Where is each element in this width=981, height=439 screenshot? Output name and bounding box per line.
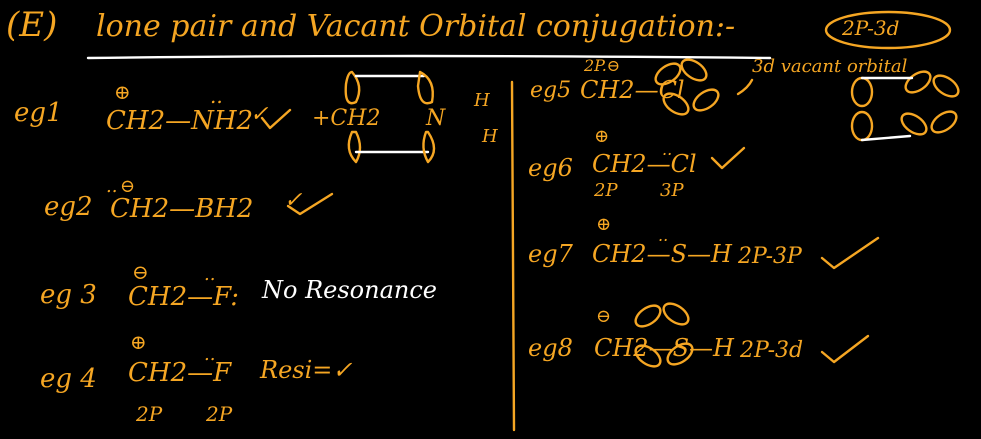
eg5-arrow <box>736 78 754 96</box>
heading-label: (E) <box>6 5 58 45</box>
eg8-charge: ⊖ <box>596 306 612 327</box>
eg1-tick-text: ✓ <box>250 102 269 127</box>
eg1-structure-center: N <box>426 106 446 131</box>
eg1-orbital-bottom-right <box>422 130 436 164</box>
eg8-label: eg8 <box>528 334 573 362</box>
eg3-charge: ⊖ <box>132 260 149 284</box>
eg6-charge: ⊕ <box>594 126 610 147</box>
eg1-orbital-top-right <box>416 70 434 105</box>
eg6-orbital-left: 2P <box>594 180 618 201</box>
eg1-orbital-bottom-left <box>347 130 362 164</box>
eg1-structure-h-bottom: H <box>482 126 498 147</box>
eg7-lone-pair: .. <box>658 226 669 245</box>
eg6-tick <box>710 146 746 170</box>
eg8-tick <box>820 334 870 364</box>
eg5-label: eg5 <box>530 78 572 103</box>
eg7-label: eg7 <box>528 240 573 268</box>
eg8-s-orbitals <box>634 302 694 368</box>
eg1-tick <box>260 108 292 130</box>
eg2-formula: CH2—BH2 <box>110 194 254 224</box>
eg8-formula: CH2—S—H <box>594 334 734 362</box>
eg4-label: eg 4 <box>40 364 97 394</box>
heading-underline <box>86 54 772 60</box>
eg5-charge: 2P.⊖ <box>584 56 621 75</box>
page-title: lone pair and Vacant Orbital conjugation… <box>96 9 736 44</box>
eg3-formula: CH2—F: <box>128 282 239 312</box>
eg1-formula: CH2—NH2 <box>106 106 254 136</box>
eg3-lone-pair: .. <box>204 264 216 285</box>
eg4-lone-pair: .. <box>204 344 216 365</box>
eg6-label: eg6 <box>528 154 573 182</box>
eg1-structure-h-top: H <box>474 90 490 111</box>
eg5-structure-orbitals <box>850 70 960 142</box>
eg1-charge: ⊕ <box>114 80 131 104</box>
eg7-charge: ⊕ <box>596 214 612 235</box>
tag-oval <box>824 10 952 50</box>
eg7-tick <box>820 236 880 270</box>
eg7-formula: CH2—S—H <box>592 240 732 268</box>
eg2-lone-pair: .. <box>106 176 118 197</box>
eg8-note: 2P-3d <box>740 338 804 363</box>
eg1-label: eg1 <box>14 98 63 128</box>
heading-tag: 2P-3d <box>842 16 900 40</box>
eg4-orbital-left: 2P <box>136 402 163 426</box>
eg1-orbital-top-left <box>344 70 361 105</box>
eg5-cl-orbitals <box>654 58 720 116</box>
eg1-lone-pair: .. <box>210 84 223 108</box>
eg6-orbital-right: 3P <box>660 180 684 201</box>
eg2-label: eg2 <box>44 192 93 222</box>
eg4-note: Resi=✓ <box>260 356 353 384</box>
eg4-charge: ⊕ <box>130 330 147 354</box>
eg1-structure-left: +CH2 <box>312 106 381 131</box>
eg4-orbital-right: 2P <box>206 402 233 426</box>
eg5-formula: CH2—Cl <box>580 76 685 104</box>
eg4-formula: CH2—F <box>128 358 232 388</box>
eg6-lone-pair: .. <box>662 140 673 159</box>
eg2-charge: ⊖ <box>120 176 136 197</box>
eg5-annotation: 3d vacant orbital <box>752 56 908 77</box>
eg2-tick-text: ✓ <box>284 188 303 213</box>
column-divider <box>510 80 516 432</box>
eg2-tick <box>286 192 334 216</box>
eg7-note: 2P-3P <box>738 244 802 269</box>
eg3-label: eg 3 <box>40 280 97 310</box>
eg6-formula: CH2—Cl <box>592 150 697 178</box>
eg3-note: No Resonance <box>262 276 437 304</box>
